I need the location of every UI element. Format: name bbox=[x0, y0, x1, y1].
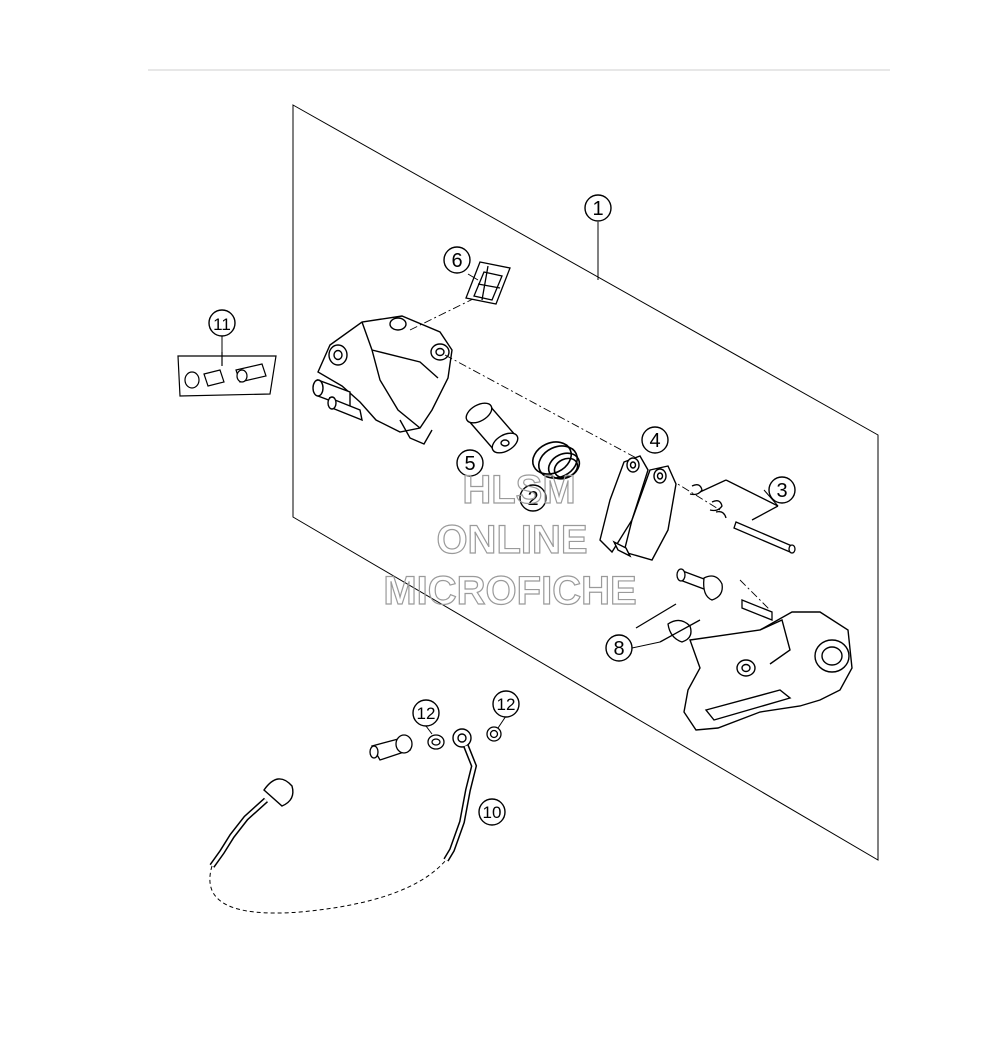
callout-12-right: 12 bbox=[492, 690, 520, 718]
callout-5-label: 5 bbox=[464, 453, 475, 475]
watermark-line3: MICROFICHE bbox=[383, 569, 636, 613]
watermark-line2: ONLINE bbox=[436, 518, 587, 562]
callout-10: 10 bbox=[478, 798, 506, 826]
callout-1-label: 1 bbox=[592, 198, 603, 220]
callout-8: 8 bbox=[605, 634, 633, 662]
watermark: HLSM ONLINE MICROFICHE bbox=[383, 467, 638, 613]
bleeder-set bbox=[177, 352, 277, 397]
assembly-frame bbox=[292, 104, 879, 861]
callout-6-label: 6 bbox=[451, 250, 462, 272]
piston-seal-set bbox=[531, 441, 581, 480]
callout-6: 6 bbox=[443, 246, 471, 274]
callout-12-left: 12 bbox=[412, 699, 440, 727]
slide-pin-set bbox=[635, 568, 773, 643]
callout-2: 2 bbox=[519, 484, 547, 512]
caliper-bracket bbox=[683, 611, 853, 731]
callout-3-label: 3 bbox=[776, 480, 787, 502]
pad-pin-set bbox=[689, 479, 796, 554]
callout-5: 5 bbox=[456, 449, 484, 477]
brake-hose bbox=[209, 728, 478, 914]
callout-4: 4 bbox=[641, 426, 669, 454]
callout-4-label: 4 bbox=[649, 430, 660, 452]
callout-10-label: 10 bbox=[483, 803, 502, 822]
caliper-body bbox=[312, 315, 453, 445]
callout-2-label: 2 bbox=[527, 488, 538, 510]
callout-11: 11 bbox=[208, 309, 236, 337]
callout-12-left-label: 12 bbox=[417, 704, 436, 723]
callout-3: 3 bbox=[768, 476, 796, 504]
brake-pads bbox=[599, 455, 677, 561]
callout-12-right-label: 12 bbox=[497, 695, 516, 714]
callout-11-label: 11 bbox=[213, 315, 231, 334]
watermark-line1: HLSM bbox=[462, 468, 575, 512]
pad-spring-clip bbox=[465, 261, 511, 305]
piston bbox=[465, 402, 519, 454]
callout-1: 1 bbox=[584, 194, 612, 222]
callout-8-label: 8 bbox=[613, 638, 624, 660]
banjo-bolt-and-washers bbox=[369, 726, 502, 761]
